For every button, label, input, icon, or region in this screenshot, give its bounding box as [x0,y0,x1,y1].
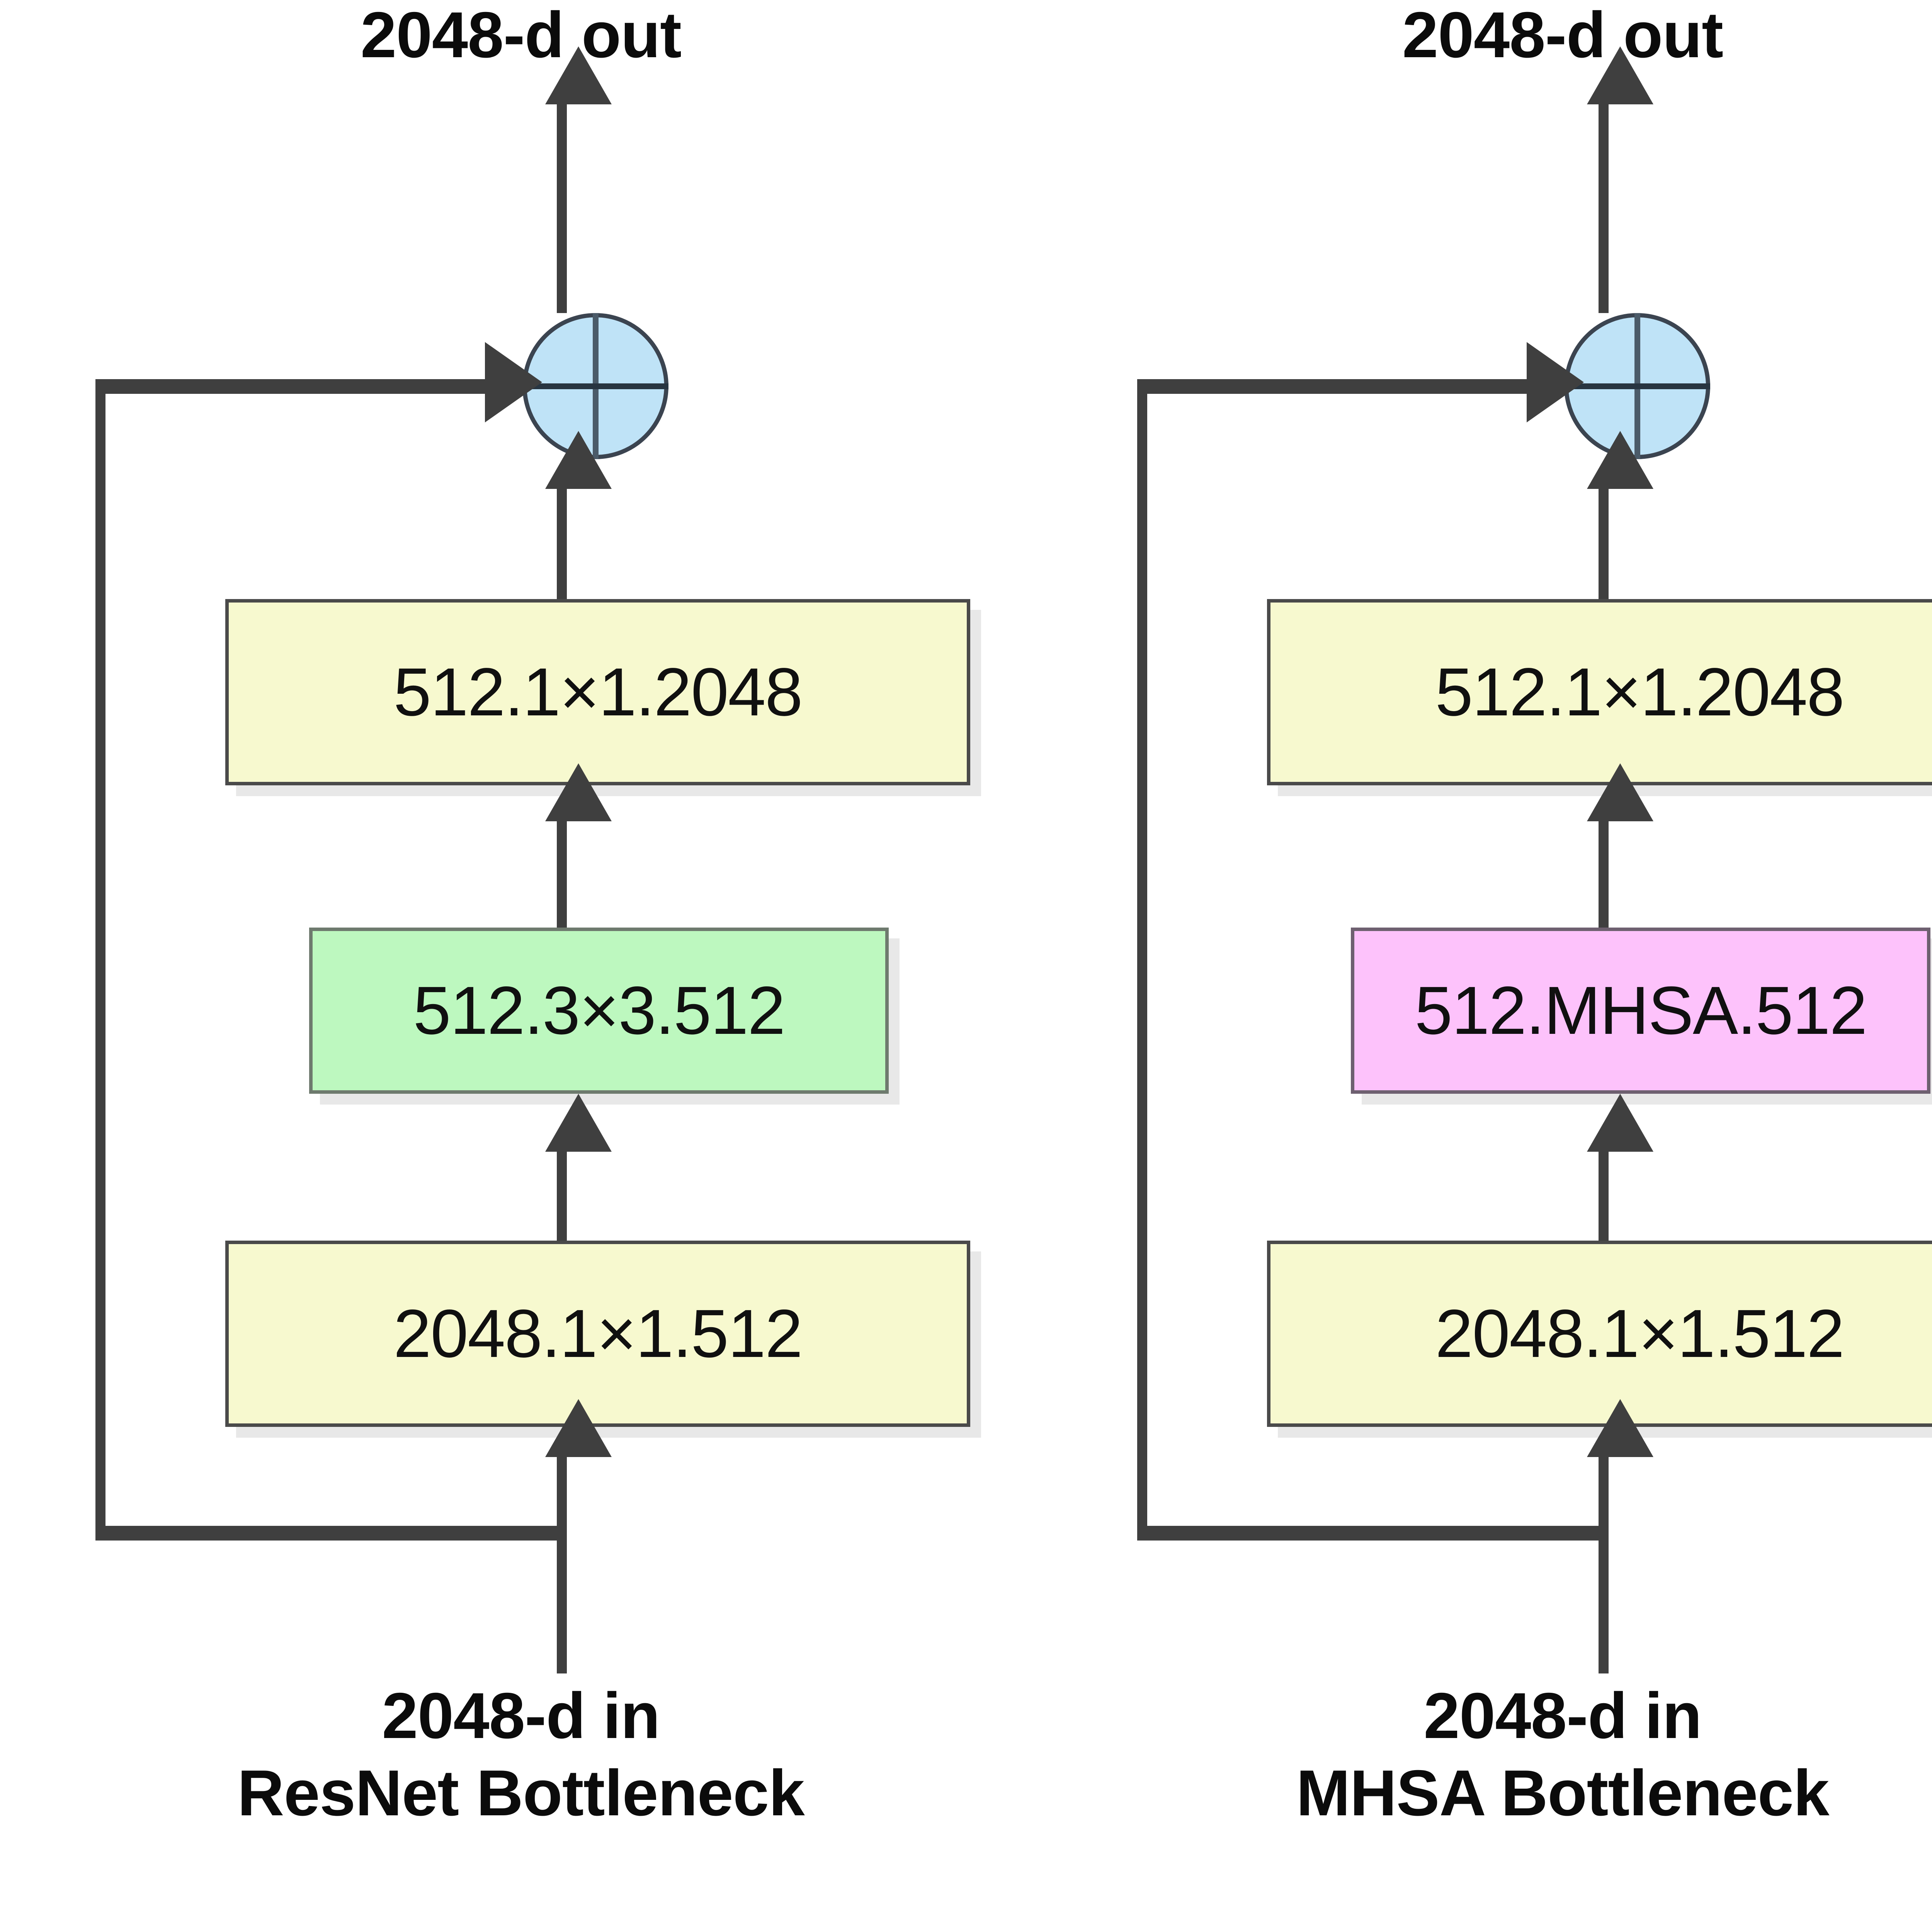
skip-connection-vertical-mhsa [1137,383,1147,1536]
arrowhead-output-mhsa [1587,46,1653,104]
skip-connection-bottom-segment-mhsa [1137,1526,1605,1541]
arrowhead-input-resnet [545,1399,612,1457]
arrow-stem-input-resnet [557,1449,567,1673]
arrow-stem-output-resnet [557,97,567,313]
skip-connection-vertical-resnet [95,383,105,1536]
arrow-stem-block3-to-block2-mhsa [1599,1144,1609,1246]
arrow-stem-block1-to-add-mhsa [1599,481,1609,605]
arrow-stem-output-mhsa [1599,97,1609,313]
block-label: 2048.1×1.512 [1435,1296,1845,1372]
arrowhead-skip-mhsa [1527,342,1584,422]
block-label: 2048.1×1.512 [393,1296,803,1372]
block-conv-1x1-expand-mhsa: 512.1×1.2048 [1267,599,1932,785]
arrowhead-block2-to-block1-mhsa [1587,763,1653,821]
block-conv-1x1-expand-resnet: 512.1×1.2048 [225,599,970,785]
block-label: 512.1×1.2048 [393,654,803,730]
arrowhead-input-mhsa [1587,1399,1653,1457]
arrowhead-block1-to-add-resnet [545,431,612,489]
output-label-resnet: 2048-d out [360,0,682,71]
skip-connection-top-segment-mhsa [1137,379,1539,394]
panel-resnet-bottleneck: 2048-d out 512.1×1.2048 512.3×3.512 2 [95,0,970,1829]
plus-icon-horizontal [522,383,668,389]
arrow-stem-input-mhsa [1599,1449,1609,1673]
arrowhead-output-resnet [545,46,612,104]
block-label: 512.1×1.2048 [1435,654,1845,730]
arrow-stem-block3-to-block2-resnet [557,1144,567,1246]
input-label-mhsa: 2048-d in [1423,1679,1702,1752]
arrowhead-block1-to-add-mhsa [1587,431,1653,489]
input-label-resnet: 2048-d in [382,1679,660,1752]
arrow-stem-block2-to-block1-mhsa [1599,814,1609,933]
plus-icon-horizontal [1564,383,1710,389]
arrow-stem-block1-to-add-resnet [557,481,567,605]
panel-caption-resnet: ResNet Bottleneck [237,1757,804,1829]
panel-mhsa-bottleneck: 2048-d out 512.1×1.2048 512.MHSA.512 204… [1042,0,1932,1910]
skip-connection-bottom-segment-resnet [95,1526,563,1541]
panel-caption-mhsa: MHSA Bottleneck [1296,1757,1830,1829]
arrowhead-block3-to-block2-resnet [545,1094,612,1152]
block-mhsa: 512.MHSA.512 [1351,928,1930,1094]
block-label: 512.3×3.512 [413,973,786,1049]
arrowhead-block3-to-block2-mhsa [1587,1094,1653,1152]
arrow-stem-block2-to-block1-resnet [557,814,567,933]
output-label-mhsa: 2048-d out [1402,0,1723,71]
skip-connection-top-segment-resnet [95,379,497,394]
block-label: 512.MHSA.512 [1415,973,1867,1049]
block-conv-3x3-resnet: 512.3×3.512 [309,928,889,1094]
block-conv-1x1-reduce-resnet: 2048.1×1.512 [225,1241,970,1427]
arrowhead-block2-to-block1-resnet [545,763,612,821]
arrowhead-skip-resnet [485,342,542,422]
